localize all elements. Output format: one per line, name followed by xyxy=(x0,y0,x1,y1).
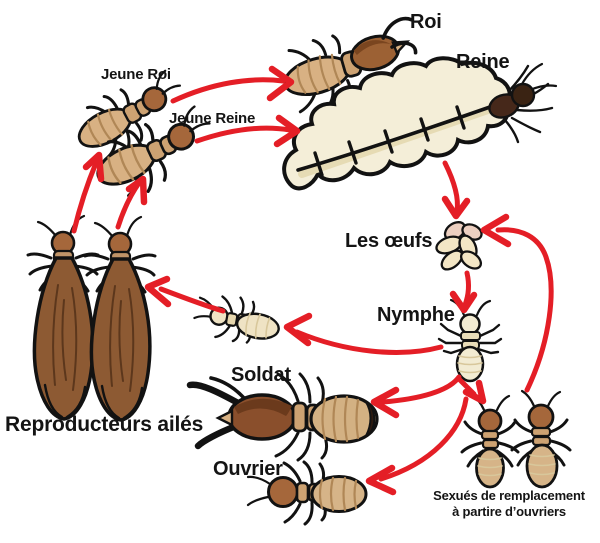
arrow-young-queen-to-queen xyxy=(194,114,301,148)
arrow-queen-to-eggs xyxy=(441,160,471,220)
label-sexues-line2: à partire d’ouvriers xyxy=(452,504,566,519)
pale-termite-illustration xyxy=(193,295,280,344)
arrow-winged-to-young-king xyxy=(71,151,105,234)
arrow-nymph-to-replacements xyxy=(457,377,487,405)
label-jeune-roi: Jeune Roi xyxy=(101,66,171,83)
label-nymphe: Nymphe xyxy=(377,304,455,326)
label-ouvrier: Ouvrier xyxy=(213,458,283,480)
arrow-winged-to-young-queen xyxy=(115,175,148,230)
arrow-pale-termite-to-winged xyxy=(144,275,226,314)
queen-illustration xyxy=(282,56,558,191)
young-king-illustration xyxy=(77,69,182,158)
nymph-illustration xyxy=(437,298,503,383)
label-roi: Roi xyxy=(410,11,442,33)
arrow-nymph-to-worker xyxy=(365,396,469,496)
winged-reproductive-right-illustration xyxy=(83,215,157,422)
worker-illustration xyxy=(246,460,368,526)
king-illustration xyxy=(283,16,418,114)
arrow-young-king-to-king xyxy=(170,65,295,104)
arrow-nymph-to-pale-termite xyxy=(283,312,444,355)
arrow-eggs-to-nymph xyxy=(449,270,478,314)
label-les-oeufs: Les œufs xyxy=(345,230,433,252)
label-jeune-reine: Jeune Reine xyxy=(169,110,256,127)
young-queen-illustration xyxy=(96,105,211,198)
winged-reproductive-left-illustration xyxy=(26,214,100,421)
label-soldat: Soldat xyxy=(231,364,291,386)
label-reproducteurs-ailes: Reproducteurs ailés xyxy=(5,413,204,436)
arrow-nymph-to-soldier xyxy=(370,374,462,419)
replacement-reproductives-illustration xyxy=(460,389,572,489)
eggs-illustration xyxy=(435,221,483,271)
label-reine: Reine xyxy=(456,51,510,73)
soldier-illustration xyxy=(186,372,379,462)
arrow-replacements-to-eggs xyxy=(480,213,554,393)
label-sexues-line1: Sexués de remplacement xyxy=(433,488,585,503)
